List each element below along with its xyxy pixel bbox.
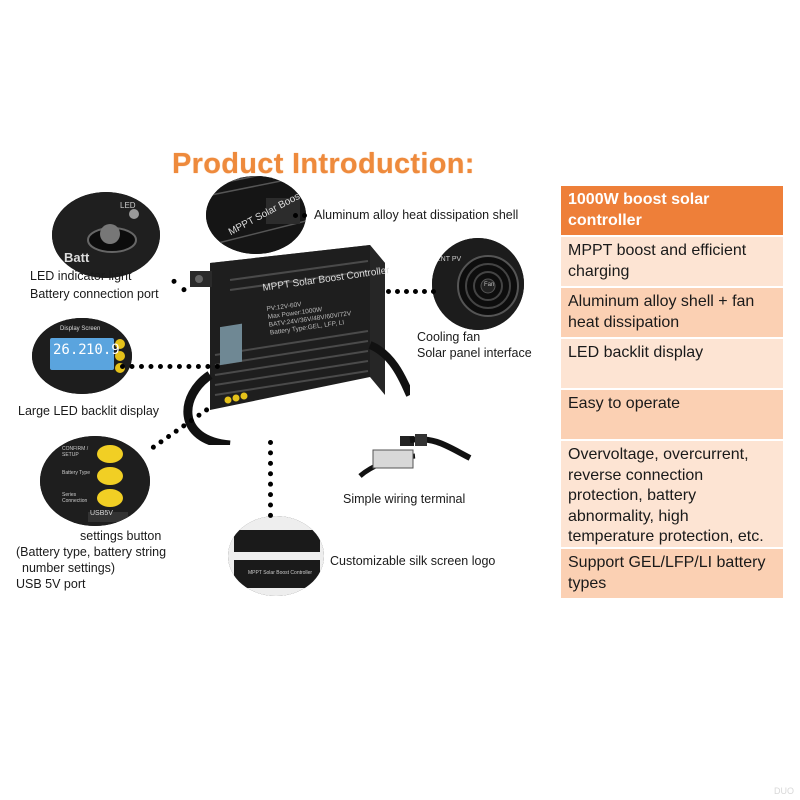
fan-label: Fan (484, 282, 495, 288)
feature-row: Easy to operate (561, 390, 783, 441)
display-digits-left: 26.2 (53, 342, 87, 358)
label-settings-detail: (Battery type, battery string (16, 545, 167, 559)
wiring-terminal-image (358, 434, 472, 478)
leader-line (293, 213, 307, 218)
button-label-confirm: CONFIRM / SETUP (62, 446, 89, 458)
feature-row: LED backlit display (561, 339, 783, 390)
label-usb: USB 5V port (16, 577, 86, 591)
heat-shell-inset: MPPT Solar Boost C (206, 176, 306, 254)
controller-product-image (183, 245, 410, 445)
leader-line (268, 440, 273, 518)
label-display: Large LED backlit display (18, 404, 160, 418)
label-wiring: Simple wiring terminal (343, 492, 466, 506)
logo-photo (228, 516, 324, 596)
battery-port-photo (52, 192, 160, 278)
label-led-indicator: LED indicator light (30, 269, 132, 283)
buttons-photo (40, 436, 150, 526)
label-battery-port: Battery connection port (30, 287, 159, 301)
button-label-series: Series Connection (62, 492, 88, 504)
fan-photo (432, 238, 524, 330)
cooling-fan-inset: ENT PV Fan (432, 238, 524, 330)
watermark: DUO (774, 786, 794, 796)
feature-row: MPPT boost and efficient charging (561, 237, 783, 288)
label-cooling-fan: Cooling fan (417, 330, 481, 344)
silk-logo-inset: MPPT Solar Boost Controller (228, 516, 324, 596)
button-label-battery-type: Battery Type (62, 470, 90, 476)
ent-pv-label: ENT PV (436, 256, 462, 263)
leader-line (386, 289, 436, 294)
logo-text: MPPT Solar Boost Controller (248, 570, 313, 576)
led-indicator-inset: LED Batt (52, 192, 160, 278)
settings-button-inset: CONFIRM / SETUP Battery Type Series Conn… (40, 436, 150, 526)
label-heat-shell: Aluminum alloy heat dissipation shell (314, 208, 519, 222)
batt-label: Batt (64, 250, 90, 265)
display-digits-right: 10.9 (86, 342, 120, 358)
display-screen-label: Display Screen (60, 326, 101, 332)
label-settings: settings button (80, 529, 162, 543)
feature-row: Support GEL/LFP/LI battery types (561, 549, 783, 600)
led-label: LED (120, 201, 136, 210)
display-inset: Display Screen 26.2 10.9 (32, 318, 132, 394)
page-title: Product Introduction: (172, 148, 475, 180)
feature-table: 1000W boost solar controller MPPT boost … (561, 186, 783, 600)
feature-row: Overvoltage, overcurrent, reverse connec… (561, 441, 783, 549)
usb-label: USB5V (90, 510, 113, 517)
label-silk-logo: Customizable silk screen logo (330, 554, 496, 568)
feature-row: Aluminum alloy shell + fan heat dissipat… (561, 288, 783, 339)
label-solar-interface: Solar panel interface (417, 346, 532, 360)
display-photo (32, 318, 132, 394)
leader-line (120, 364, 220, 369)
feature-row-header: 1000W boost solar controller (561, 186, 783, 237)
label-settings-detail: number settings) (22, 561, 116, 575)
shell-photo (206, 176, 306, 254)
